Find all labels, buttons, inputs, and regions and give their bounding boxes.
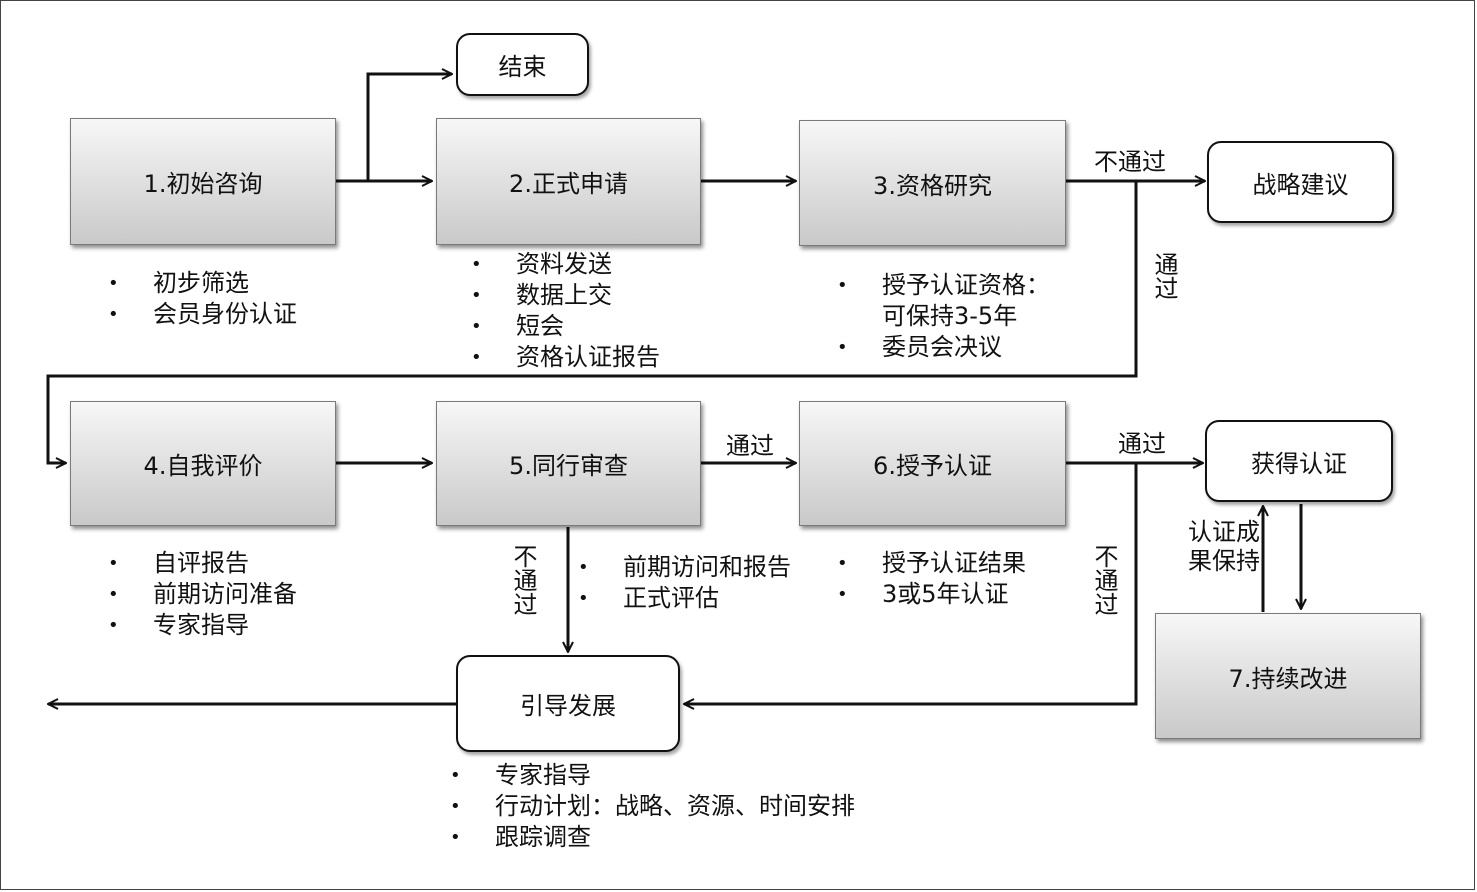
list-item: 资格认证报告 xyxy=(471,342,660,373)
list-item: 资料发送 xyxy=(471,249,660,280)
arrow-step6-fail-to-guide xyxy=(684,463,1138,704)
step2-label: 2.正式申请 xyxy=(509,170,628,198)
strategy-label: 战略建议 xyxy=(1252,170,1349,199)
list-item-continued: 可保持3-5年 xyxy=(882,302,1018,330)
guide-label: 引导发展 xyxy=(520,692,616,720)
list-item: 委员会决议 xyxy=(837,332,1050,363)
list-item: 初步筛选 xyxy=(108,268,297,299)
step5-bullets: 前期访问和报告 正式评估 xyxy=(578,552,791,614)
edge-label-step3-fail: 不通过 xyxy=(1094,148,1166,176)
arrow-step3-pass-to-step4 xyxy=(46,181,1138,463)
list-item: 前期访问和报告 xyxy=(578,552,791,583)
step2-formal-application: 2.正式申请 xyxy=(436,118,701,245)
list-item: 会员身份认证 xyxy=(108,299,297,330)
list-item: 专家指导 xyxy=(450,760,855,791)
step3-bullets: 授予认证资格： 可保持3-5年 委员会决议 xyxy=(837,270,1050,363)
step6-bullets: 授予认证结果 3或5年认证 xyxy=(837,548,1026,610)
end-node: 结束 xyxy=(456,33,589,96)
step6-grant-certification: 6.授予认证 xyxy=(799,401,1066,526)
guide-bullets: 专家指导 行动计划：战略、资源、时间安排 跟踪调查 xyxy=(450,760,855,853)
list-item: 前期访问准备 xyxy=(108,579,297,610)
edge-label-step6-pass: 通过 xyxy=(1118,430,1166,458)
list-item: 授予认证结果 xyxy=(837,548,1026,579)
edge-label-step5-pass: 通过 xyxy=(726,432,774,460)
step6-label: 6.授予认证 xyxy=(873,452,992,480)
step1-initial-consultation: 1.初始咨询 xyxy=(70,118,336,245)
strategy-advice-node: 战略建议 xyxy=(1207,141,1394,223)
step2-bullets: 资料发送 数据上交 短会 资格认证报告 xyxy=(471,249,660,373)
list-item: 自评报告 xyxy=(108,548,297,579)
step4-label: 4.自我评价 xyxy=(143,452,263,480)
guide-development-node: 引导发展 xyxy=(456,655,680,752)
end-node-label: 结束 xyxy=(498,53,547,81)
list-item: 正式评估 xyxy=(578,583,791,614)
step5-label: 5.同行审查 xyxy=(509,452,628,480)
list-item: 行动计划：战略、资源、时间安排 xyxy=(450,791,855,822)
step7-label: 7.持续改进 xyxy=(1228,664,1348,693)
step7-continuous-improvement: 7.持续改进 xyxy=(1155,613,1421,739)
list-item: 专家指导 xyxy=(108,610,297,641)
edge-label-step5-fail: 不通过 xyxy=(509,544,537,616)
list-item: 跟踪调查 xyxy=(450,822,855,853)
step1-bullets: 初步筛选 会员身份认证 xyxy=(108,268,297,330)
list-item: 授予认证资格： xyxy=(837,270,1050,301)
certified-label: 获得认证 xyxy=(1251,449,1347,478)
list-item: 3或5年认证 xyxy=(837,579,1026,610)
step5-peer-review: 5.同行审查 xyxy=(436,401,701,526)
edge-label-maintain: 认证成果保持 xyxy=(1188,518,1260,575)
list-item: 短会 xyxy=(471,311,660,342)
list-item: 数据上交 xyxy=(471,280,660,311)
arrow-step1-to-end xyxy=(366,74,452,181)
step1-label: 1.初始咨询 xyxy=(143,170,263,198)
certified-node: 获得认证 xyxy=(1205,420,1393,502)
edge-label-step6-fail: 不通过 xyxy=(1090,544,1118,616)
step4-bullets: 自评报告 前期访问准备 专家指导 xyxy=(108,548,297,641)
step3-eligibility-study: 3.资格研究 xyxy=(799,120,1066,246)
step4-self-evaluation: 4.自我评价 xyxy=(70,401,336,526)
step3-label: 3.资格研究 xyxy=(873,171,992,200)
edge-label-step3-pass: 通过 xyxy=(1150,252,1178,300)
